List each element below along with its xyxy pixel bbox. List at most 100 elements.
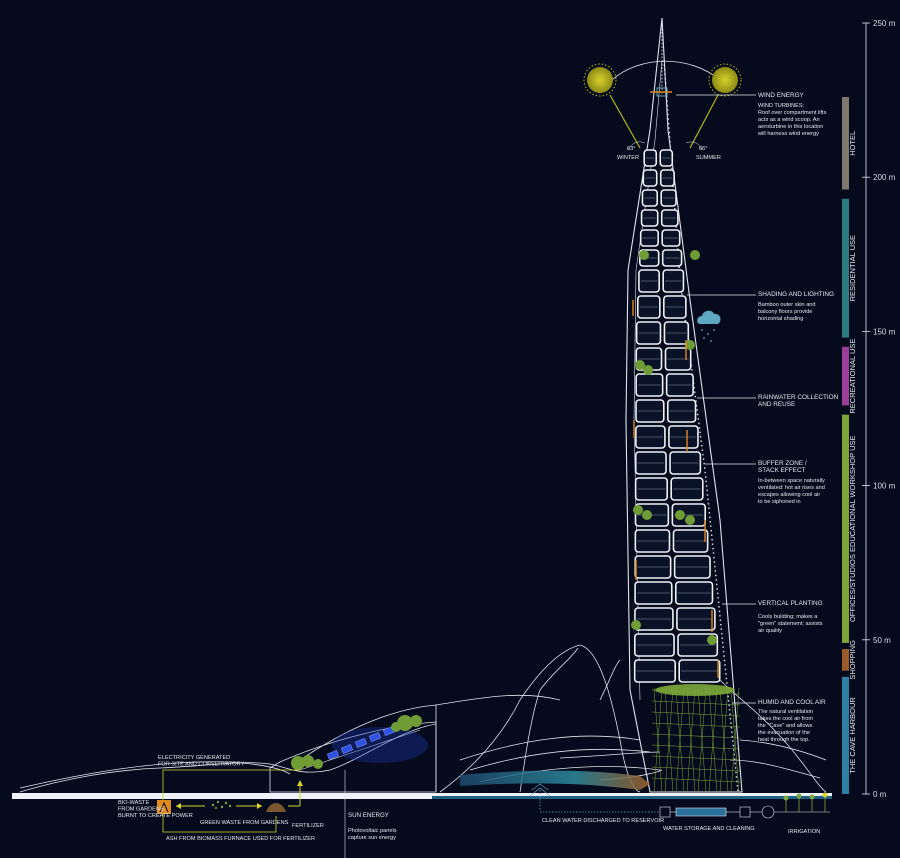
- biowaste-line: BIO-WASTE: [118, 800, 149, 806]
- ash-label: ASH FROM BIOMASS FURNACE USED FOR FERTIL…: [166, 836, 315, 842]
- base-lattice: [686, 687, 696, 793]
- humid-desc-line: heat through the top.: [758, 737, 810, 743]
- use-band: [842, 414, 849, 643]
- scale-tick-label: 50 m: [873, 636, 891, 645]
- green-roof-structure: [269, 715, 437, 793]
- ground: [12, 793, 832, 799]
- buffer-text: BUFFER ZONE /STACK EFFECT: [758, 460, 807, 474]
- water-cycle: CLEAN WATER DISCHARGED TO RESERVOIR WATE…: [529, 783, 830, 835]
- green-waste-icon: [211, 800, 232, 809]
- scale-tick-label: 200 m: [873, 173, 896, 182]
- fertilizer-pile-icon: [266, 803, 286, 812]
- use-band: [842, 649, 849, 671]
- balcony-tree: [633, 505, 643, 515]
- base-lattice: [651, 777, 741, 783]
- balcony-tree: [635, 360, 645, 370]
- balcony-tree: [675, 510, 685, 520]
- water-storage-tank-icon: [675, 807, 727, 817]
- humid-line: HUMID AND COOL AIR: [758, 699, 826, 706]
- buffer-desc-line: to be siphoned in: [758, 499, 801, 505]
- cool-air-flow-arrow: [460, 770, 650, 790]
- callouts: WIND ENERGY WIND TURBINES:Roof over comp…: [617, 92, 839, 743]
- wind-turbines-line: acts as a wind scoop. An: [758, 117, 820, 123]
- rainwater-line: RAINWATER COLLECTION: [758, 394, 839, 401]
- winter-label: WINTER: [617, 155, 639, 161]
- irrigation-label: IRRIGATION: [788, 829, 820, 835]
- shading-desc-line: Bamboo outer skin and: [758, 302, 816, 308]
- balcony-tree: [643, 365, 653, 375]
- irrigation-plants-icon: [783, 792, 828, 812]
- buffer-line: STACK EFFECT: [758, 467, 806, 474]
- shading-line: SHADING AND LIGHTING: [758, 291, 834, 298]
- wind-turbines-line: Roof over compartment lifts: [758, 110, 827, 116]
- wind-turbines-line: aeroturbine in this location: [758, 124, 823, 130]
- water-storage-label: WATER STORAGE AND CLEANING: [663, 826, 755, 832]
- sun-energy-label: SUN ENERGY: [348, 812, 389, 819]
- use-band-label: HOTEL: [848, 131, 857, 156]
- balcony-tree: [642, 510, 652, 520]
- use-band: [842, 198, 849, 338]
- scale-tick-label: 0 m: [873, 790, 887, 799]
- humid-desc-line: the evacuation of the: [758, 730, 810, 736]
- buffer-line: BUFFER ZONE /: [758, 460, 807, 467]
- vertical-planting-text: VERTICAL PLANTING: [758, 600, 823, 607]
- biowaste-line: FROM GARDENS: [118, 807, 164, 813]
- use-band-label: RECREATIONAL USE: [848, 339, 857, 414]
- winter-angle-label: 63°: [627, 146, 635, 152]
- biowaste-line: BURNT TO CREATE POWER: [118, 813, 193, 819]
- callout-leaders: [676, 94, 756, 704]
- vplant-desc-line: air quality: [758, 628, 782, 634]
- vertical-planting-desc-text: Cools building; makes a"green" statement…: [758, 614, 823, 634]
- wind-turbines-line: WIND TURBINES:: [758, 103, 805, 109]
- humid-desc-line: the "Cave" and allows: [758, 723, 813, 729]
- valve-icon: [761, 805, 775, 819]
- base-lattice: [651, 700, 741, 706]
- sun-path: [583, 60, 742, 151]
- tower: [460, 17, 743, 793]
- vplant-desc-line: "green" statement; assists: [758, 621, 823, 627]
- sun-desc-line: Photovoltaic panels: [348, 828, 397, 834]
- base-lattice: [651, 744, 741, 750]
- clean-water-label: CLEAN WATER DISCHARGED TO RESERVOIR: [542, 818, 664, 824]
- summer-sun-icon: [708, 63, 742, 97]
- shading-desc-line: horizontal shading: [758, 316, 803, 322]
- base-lattice: [651, 722, 741, 728]
- roof-trees: [291, 715, 422, 770]
- balcony-tree: [685, 515, 695, 525]
- base-lattice: [651, 733, 741, 739]
- use-band-label: THE CAVE HARBOUR: [848, 697, 857, 774]
- summer-label: SUMMER: [696, 155, 721, 161]
- scale-tick-label: 150 m: [873, 327, 896, 336]
- base-lattice: [664, 687, 674, 793]
- summer-angle-label: 66°: [699, 146, 707, 152]
- wind-energy-label: WIND ENERGY: [758, 92, 805, 99]
- pump-box-icon: [739, 806, 751, 818]
- electricity-line: ELECTRICITY GENERATED: [158, 755, 230, 761]
- buffer-desc-line: escapes allowing cool air: [758, 492, 820, 498]
- use-band-label: OFFICES/STUDIOS EDUCATIONAL WORKSHOP USE: [848, 435, 857, 622]
- base-lattice: [651, 755, 741, 761]
- base-lattice: [651, 711, 741, 717]
- humid-desc-line: takes the cool air from: [758, 716, 813, 722]
- base-lattice: [697, 687, 707, 793]
- buffer-desc-line: ventilated: hot air rises and: [758, 485, 825, 491]
- biomass-furnace-icon: [157, 800, 171, 814]
- pv-panels: [326, 726, 396, 760]
- rainwater-line: AND REUSE: [758, 401, 795, 408]
- humid-desc-line: The natural ventilation: [758, 709, 813, 715]
- balcony-tree: [690, 250, 700, 260]
- shading-text: SHADING AND LIGHTING: [758, 291, 834, 298]
- base-lattice: [653, 687, 663, 793]
- electricity-line: FOR SITE AND CONSERVATORY: [158, 762, 244, 768]
- wind-turbines-line: will harness wind energy: [757, 131, 819, 137]
